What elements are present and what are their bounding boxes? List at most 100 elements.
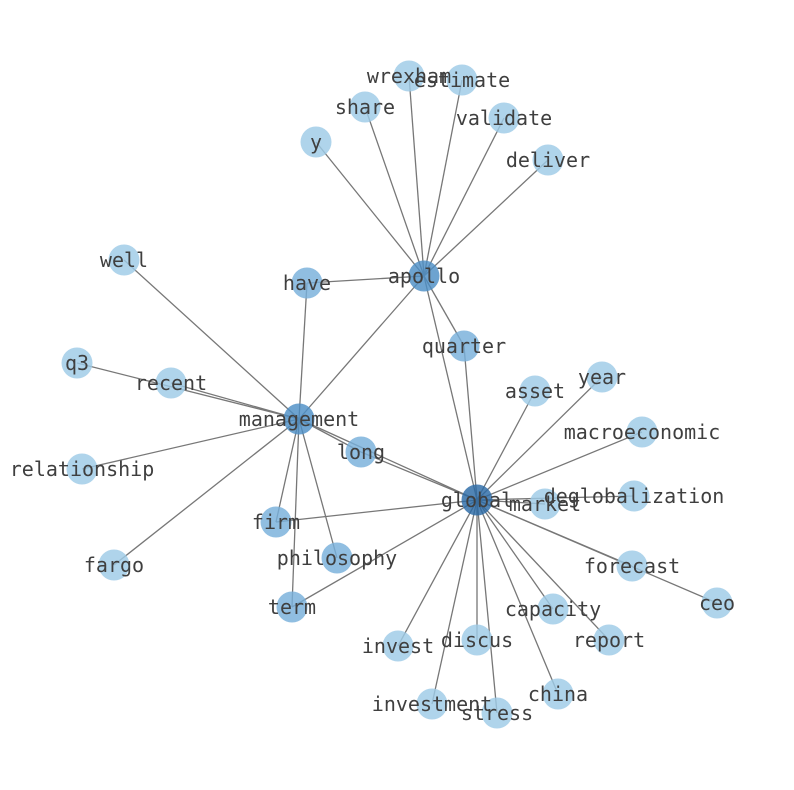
node-fargo[interactable]: [98, 549, 130, 581]
node-relationship[interactable]: [66, 453, 98, 485]
node-discus[interactable]: [461, 624, 493, 656]
edge-global-macroeconomic: [476, 431, 643, 501]
node-long[interactable]: [345, 436, 377, 468]
node-asset[interactable]: [519, 375, 551, 407]
edge-global-capacity: [476, 499, 554, 610]
node-invest[interactable]: [382, 630, 414, 662]
node-have[interactable]: [291, 267, 323, 299]
node-capacity[interactable]: [537, 593, 569, 625]
edge-global-stress: [476, 499, 498, 714]
node-market[interactable]: [529, 488, 561, 520]
node-label-recent: recent: [135, 371, 207, 395]
edge-management-philosophy: [298, 418, 338, 559]
edge-management-fargo: [113, 418, 300, 566]
node-label-deglobalization: deglobalization: [544, 484, 725, 508]
node-quarter[interactable]: [448, 330, 480, 362]
edge-global-asset: [476, 390, 536, 501]
node-management[interactable]: [283, 403, 315, 435]
node-label-quarter: quarter: [422, 334, 506, 358]
node-label-global: global: [441, 488, 513, 512]
node-firm[interactable]: [260, 506, 292, 538]
node-label-investment: investment: [372, 692, 492, 716]
node-label-asset: asset: [505, 379, 565, 403]
node-label-market: market: [509, 492, 581, 516]
node-label-management: management: [239, 407, 359, 431]
node-label-long: long: [337, 440, 385, 464]
node-label-relationship: relationship: [10, 457, 155, 481]
edge-apollo-management: [298, 275, 425, 420]
edge-management-global: [298, 418, 478, 501]
node-validate[interactable]: [488, 102, 520, 134]
node-stress[interactable]: [481, 697, 513, 729]
node-label-deliver: deliver: [506, 148, 590, 172]
edge-management-relationship: [81, 418, 300, 470]
node-label-apollo: apollo: [388, 264, 460, 288]
node-label-well: well: [100, 248, 148, 272]
node-layer: [61, 60, 733, 729]
node-deglobalization[interactable]: [618, 480, 650, 512]
node-year[interactable]: [586, 361, 618, 393]
node-ceo[interactable]: [701, 587, 733, 619]
node-global[interactable]: [461, 484, 493, 516]
node-label-q3: q3: [65, 351, 89, 375]
node-label-wrexham: wrexham: [367, 64, 451, 88]
edge-global-invest: [397, 499, 478, 647]
edge-global-year: [476, 376, 603, 501]
node-label-term: term: [268, 595, 316, 619]
node-investment[interactable]: [416, 688, 448, 720]
edge-management-have: [298, 282, 308, 420]
node-label-fargo: fargo: [84, 553, 144, 577]
edge-global-quarter: [463, 345, 478, 501]
edge-global-ceo: [476, 499, 718, 604]
node-china[interactable]: [542, 678, 574, 710]
node-label-validate: validate: [456, 106, 552, 130]
node-label-have: have: [283, 271, 331, 295]
node-estimate[interactable]: [446, 64, 478, 96]
edge-apollo-estimate: [423, 79, 463, 277]
node-macroeconomic[interactable]: [626, 416, 658, 448]
node-label-discus: discus: [441, 628, 513, 652]
node-q3[interactable]: [61, 347, 93, 379]
edge-global-long: [360, 451, 478, 501]
edge-layer: [76, 75, 718, 714]
node-label-stress: stress: [461, 701, 533, 725]
node-well[interactable]: [108, 244, 140, 276]
edge-management-term: [291, 418, 300, 608]
node-label-share: share: [335, 95, 395, 119]
node-label-estimate: estimate: [414, 68, 510, 92]
label-layer: apollo management global have quarter long fir…: [10, 64, 735, 725]
edge-apollo-global: [423, 275, 478, 501]
edge-management-q3: [76, 362, 300, 420]
node-label-forecast: forecast: [584, 554, 680, 578]
node-forecast[interactable]: [616, 550, 648, 582]
node-label-report: report: [573, 628, 645, 652]
node-share[interactable]: [349, 91, 381, 123]
node-apollo[interactable]: [408, 260, 440, 292]
edge-global-investment: [431, 499, 478, 705]
node-label-philosophy: philosophy: [277, 546, 397, 570]
node-deliver[interactable]: [532, 144, 564, 176]
node-y[interactable]: [300, 126, 332, 158]
edge-apollo-validate: [423, 117, 505, 277]
edge-management-recent: [170, 382, 300, 420]
node-report[interactable]: [593, 624, 625, 656]
node-label-capacity: capacity: [505, 597, 601, 621]
node-label-china: china: [528, 682, 588, 706]
node-recent[interactable]: [155, 367, 187, 399]
edge-apollo-y: [315, 141, 425, 277]
node-label-macroeconomic: macroeconomic: [564, 420, 721, 444]
edge-apollo-have: [306, 275, 425, 284]
edge-apollo-share: [364, 106, 425, 277]
node-label-year: year: [578, 365, 626, 389]
node-term[interactable]: [276, 591, 308, 623]
node-philosophy[interactable]: [321, 542, 353, 574]
node-wrexham[interactable]: [393, 60, 425, 92]
node-label-y: y: [310, 130, 322, 154]
edge-global-term: [291, 499, 478, 608]
node-label-ceo: ceo: [699, 591, 735, 615]
edge-apollo-wrexham: [408, 75, 425, 277]
edge-global-firm: [275, 499, 478, 523]
node-label-firm: firm: [252, 510, 300, 534]
edge-management-well: [123, 259, 300, 420]
